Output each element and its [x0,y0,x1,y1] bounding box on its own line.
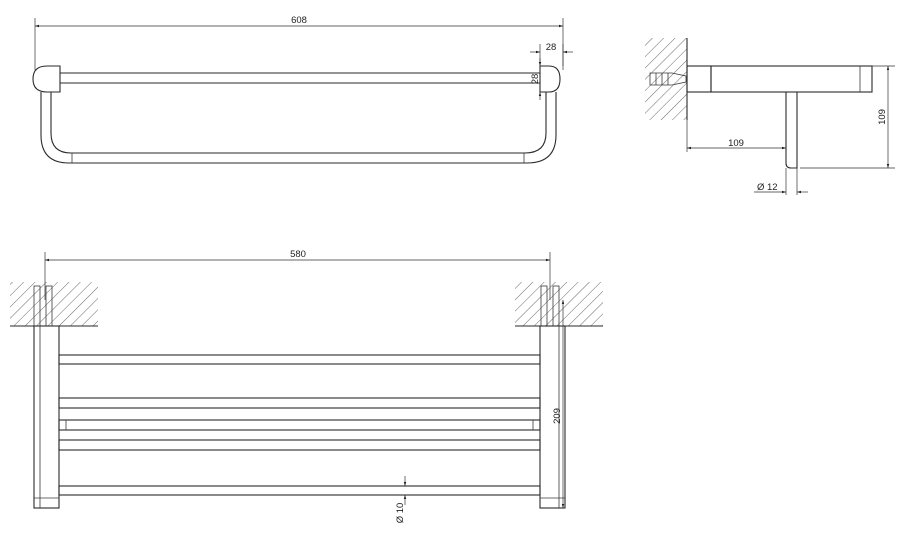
right-bracket [539,325,566,509]
shelf-bar-1 [58,354,541,365]
dim-label-580: 580 [290,249,306,260]
left-bracket [33,325,60,509]
dim-label-209: 209 [552,408,563,424]
shelf-bar-3 [58,419,541,431]
front-view: 580 209 Ø 10 [10,249,603,523]
wall-anchor [649,72,687,86]
dim-label-28-vertical: 28 [530,74,541,85]
left-wall-section [10,282,98,326]
side-view: 109 109 Ø 12 [645,38,895,195]
shelf-bar-4 [58,439,541,451]
dim-label-608: 608 [291,15,307,26]
u-loop-outer [40,92,557,164]
right-end-cap [539,65,561,93]
horizontal-arm [710,65,873,93]
dim-label-diameter-12: Ø 12 [757,182,778,193]
dim-label-28-horizontal: 28 [546,42,557,53]
wall-section [645,38,687,120]
shelf-bar-5 [58,485,541,496]
dim-label-diameter-10: Ø 10 [395,503,406,524]
u-loop-inner [50,92,547,154]
vertical-tube [785,92,798,169]
dim-label-109-vertical: 109 [877,109,888,125]
dim-label-109-horizontal: 109 [728,138,744,149]
mount-block [686,65,712,93]
left-end-cap [32,65,61,93]
top-view: 608 28 28 [32,15,573,164]
shelf-bar-2 [58,397,541,409]
